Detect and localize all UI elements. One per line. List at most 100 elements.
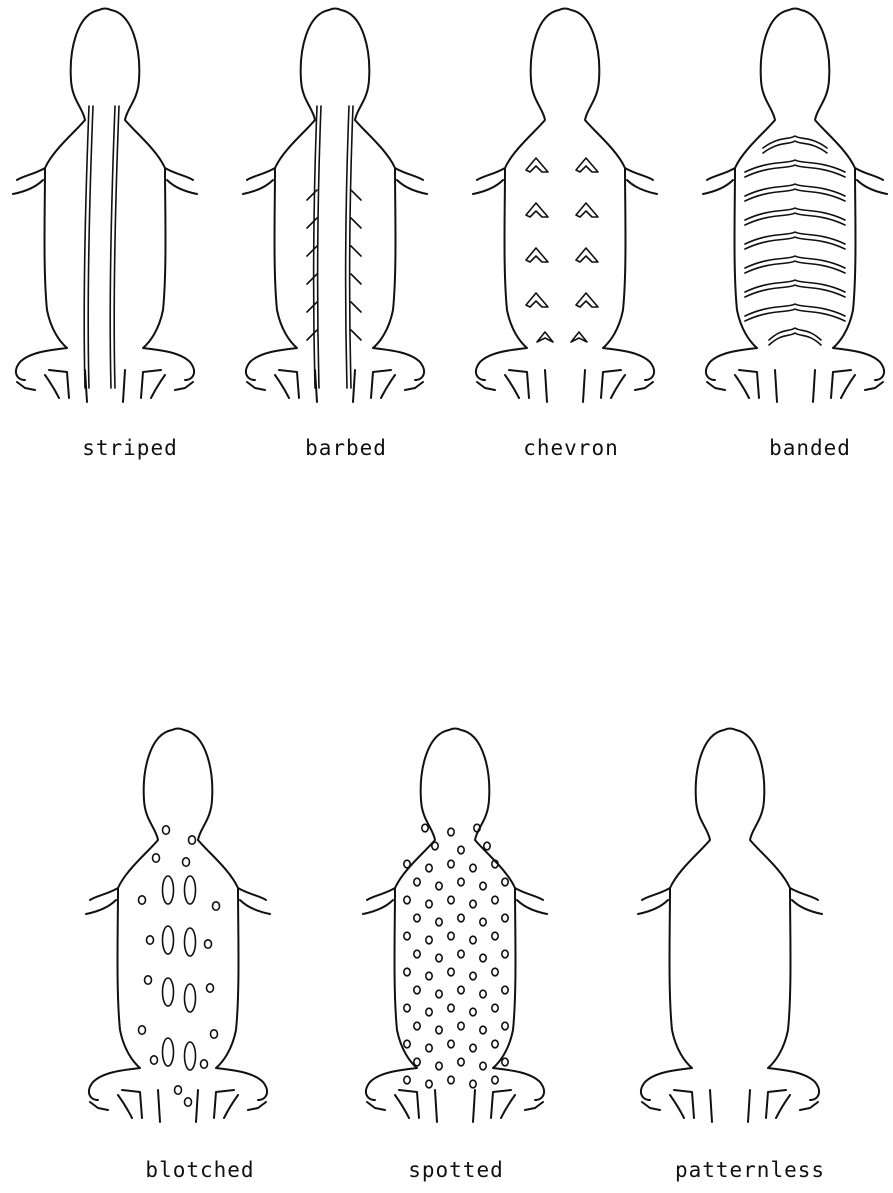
- barb-left: [307, 218, 317, 228]
- stripe-line: [88, 106, 93, 388]
- blotch: [163, 876, 174, 904]
- spot: [426, 936, 432, 944]
- spot: [492, 1076, 498, 1084]
- spot: [502, 1058, 508, 1066]
- spot: [448, 968, 454, 976]
- spot: [492, 1004, 498, 1012]
- barbed-line: [346, 106, 349, 388]
- label-blotched: blotched: [100, 1158, 300, 1182]
- spot: [470, 972, 476, 980]
- label-chevron: chevron: [471, 436, 671, 460]
- chevron-mark: [576, 203, 598, 217]
- spot: [414, 1058, 420, 1066]
- blotch-spot: [175, 1086, 182, 1094]
- band-line: [763, 136, 827, 148]
- barb-left: [307, 302, 317, 312]
- spot: [480, 1062, 486, 1070]
- spot: [480, 990, 486, 998]
- band-line: [745, 280, 845, 292]
- blotch: [163, 1038, 174, 1066]
- barb-right: [351, 218, 361, 228]
- blotch-spot: [153, 854, 160, 862]
- blotch: [185, 1042, 196, 1070]
- spot: [436, 990, 442, 998]
- spot: [436, 954, 442, 962]
- spot: [404, 896, 410, 904]
- spot: [426, 1044, 432, 1052]
- blotch: [185, 984, 196, 1012]
- blotch-spot: [201, 1060, 208, 1068]
- lizard-chevron-outline: [473, 9, 657, 403]
- spot: [422, 824, 428, 832]
- label-spotted: spotted: [356, 1158, 556, 1182]
- chevron-mark: [571, 332, 587, 342]
- spot: [414, 878, 420, 886]
- blotch-spot: [139, 896, 146, 904]
- blotch: [185, 928, 196, 956]
- spot: [426, 864, 432, 872]
- spot: [492, 968, 498, 976]
- spot: [492, 932, 498, 940]
- spot: [448, 896, 454, 904]
- spot: [458, 1058, 464, 1066]
- label-barbed: barbed: [246, 436, 446, 460]
- spot: [502, 914, 508, 922]
- blotch-spot: [147, 936, 154, 944]
- spot: [414, 986, 420, 994]
- spot: [480, 954, 486, 962]
- chevron-mark: [576, 158, 598, 172]
- spot: [470, 1044, 476, 1052]
- spot: [448, 1076, 454, 1084]
- barb-right: [351, 274, 361, 284]
- chevron-mark: [576, 293, 598, 307]
- spot: [414, 914, 420, 922]
- spot: [492, 896, 498, 904]
- barb-left: [307, 330, 317, 340]
- blotch-spot: [205, 940, 212, 948]
- lizard-spotted-outline: [363, 729, 547, 1123]
- band-line: [745, 184, 845, 196]
- chevron-mark: [526, 158, 548, 172]
- band-line: [745, 256, 845, 268]
- blotch-spot: [185, 1098, 192, 1106]
- spot: [480, 1026, 486, 1034]
- blotch-spot: [183, 858, 190, 866]
- band-line: [769, 328, 821, 340]
- spot: [436, 1026, 442, 1034]
- spot: [404, 860, 410, 868]
- spot: [502, 950, 508, 958]
- spot: [404, 932, 410, 940]
- stripe-line: [114, 106, 119, 388]
- lizard-patternless-outline: [638, 729, 822, 1123]
- spot: [470, 900, 476, 908]
- lizard-banded-outline: [703, 9, 887, 403]
- chevron-mark: [526, 248, 548, 262]
- spot: [502, 986, 508, 994]
- barb-right: [351, 330, 361, 340]
- spot: [432, 842, 438, 850]
- spot: [404, 1004, 410, 1012]
- barb-right: [351, 246, 361, 256]
- blotch-spot: [163, 826, 170, 834]
- barb-left: [307, 274, 317, 284]
- barb-right: [351, 190, 361, 200]
- spot: [458, 986, 464, 994]
- spot: [480, 918, 486, 926]
- label-patternless: patternless: [650, 1158, 850, 1182]
- barb-right: [351, 302, 361, 312]
- band-line: [745, 304, 845, 316]
- spot: [470, 1008, 476, 1016]
- blotch-spot: [139, 1026, 146, 1034]
- spot: [426, 972, 432, 980]
- blotch-spot: [211, 1030, 218, 1038]
- spot: [414, 950, 420, 958]
- spot: [448, 932, 454, 940]
- barb-left: [307, 246, 317, 256]
- spot: [458, 846, 464, 854]
- spot: [458, 878, 464, 886]
- chevron-mark: [526, 293, 548, 307]
- spot: [404, 1040, 410, 1048]
- lizard-striped-outline: [13, 9, 197, 403]
